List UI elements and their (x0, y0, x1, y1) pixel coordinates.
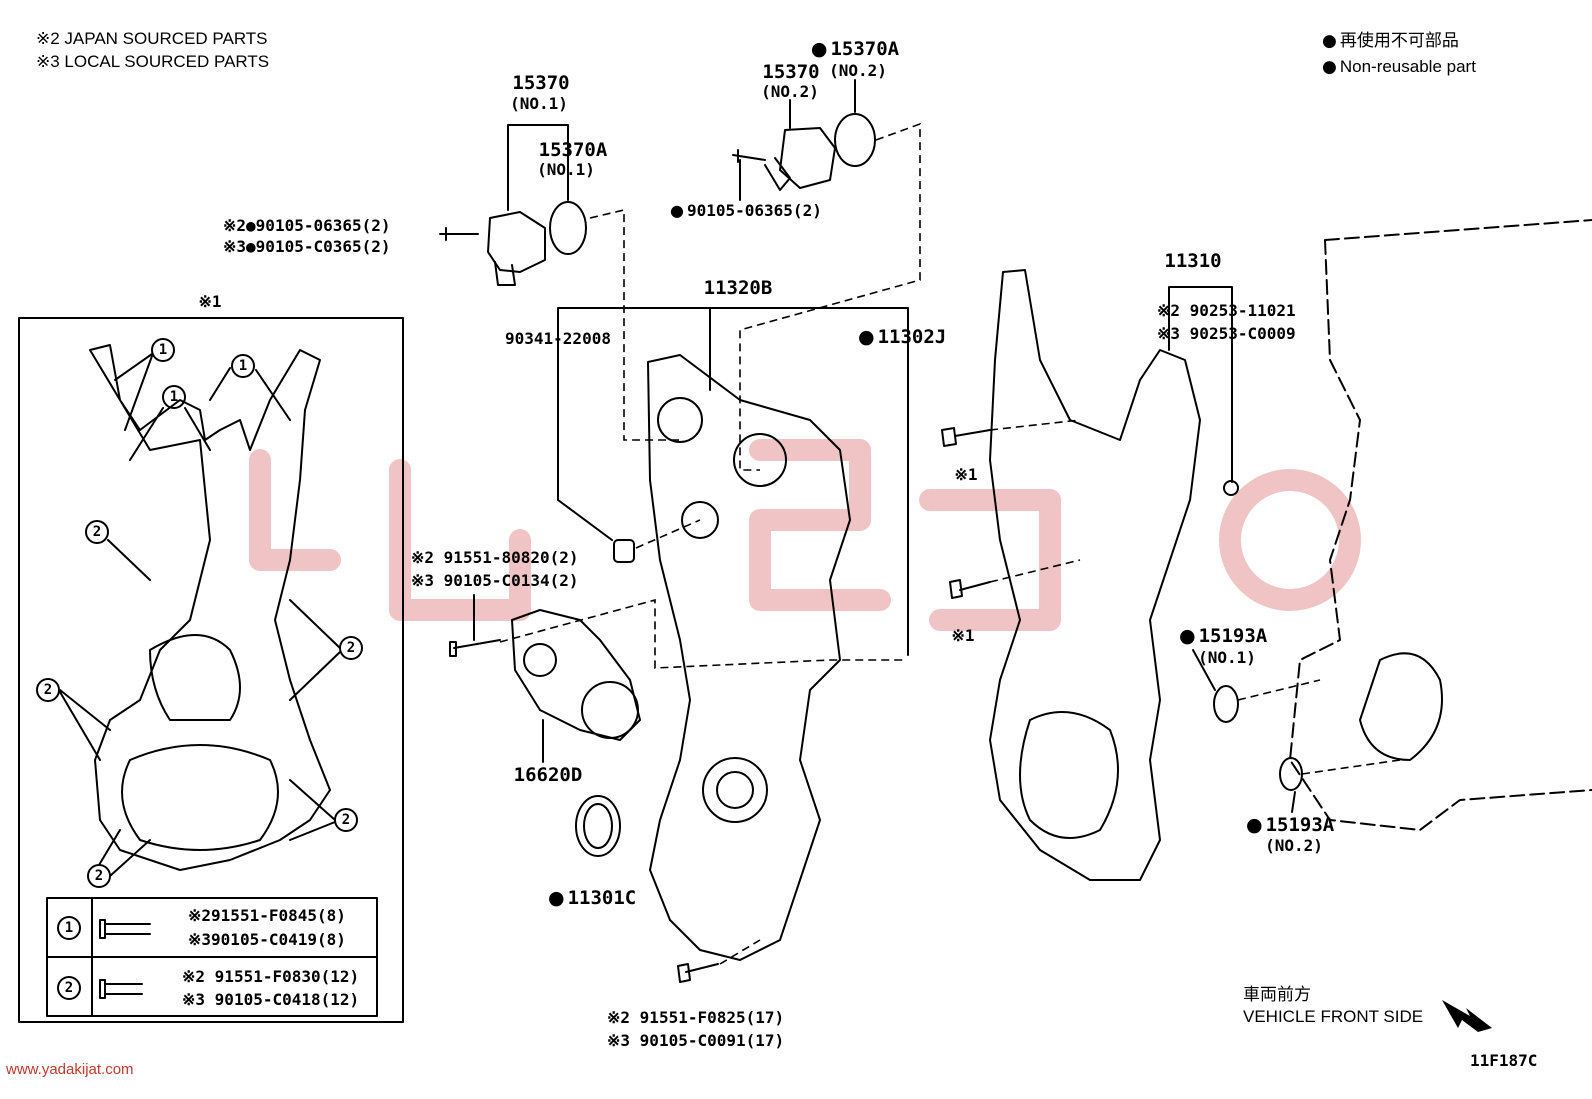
label-16620d: 16620D (513, 764, 583, 786)
label-15370a-no2: 15370A (811, 39, 899, 59)
callout-1: 1 (169, 389, 179, 405)
watermark-url: www.yadakijat.com (6, 1061, 134, 1078)
front-label-jp: 車両前方 (1243, 985, 1311, 1004)
table-row2-number: 2 (64, 980, 74, 996)
drawing-code: 11F187C (1470, 1051, 1538, 1070)
table-row1-number: 1 (64, 920, 74, 936)
label-91551-80820: ※2 91551-80820(2) (411, 548, 579, 567)
legend-non-reusable-en: Non-reusable part (1322, 57, 1476, 77)
callout-2: 2 (92, 524, 102, 540)
label-15370a-no1-sub: (NO.1) (537, 160, 595, 179)
label-15370-no1-sub: (NO.1) (510, 94, 568, 113)
table-row1-local: ※390105-C0419(8) (188, 930, 346, 949)
label-bottom-bolt-local: ※3 90105-C0091(17) (607, 1031, 785, 1050)
label-15193a-no2-sub: (NO.2) (1265, 836, 1323, 855)
note-local-sourced: ※3 LOCAL SOURCED PARTS (36, 52, 270, 71)
note-japan-sourced: ※2 JAPAN SOURCED PARTS (36, 29, 268, 48)
label-15370a-no2-sub: (NO.2) (829, 61, 887, 80)
inset-box (18, 317, 404, 1023)
label-star1-lower: ※1 (951, 626, 975, 645)
table-row2-jp: ※2 91551-F0830(12) (182, 967, 360, 986)
watermark-logo (249, 439, 1361, 631)
label-90105-c0134: ※3 90105-C0134(2) (411, 571, 579, 590)
front-label-en: VEHICLE FRONT SIDE (1243, 1007, 1424, 1026)
callout-2: 2 (94, 868, 104, 884)
callout-1: 1 (158, 342, 168, 358)
callout-2: 2 (43, 682, 53, 698)
label-90341-22008: 90341-22008 (505, 329, 611, 348)
label-star1-inset: ※1 (198, 292, 222, 311)
label-15193a-no1: 15193A (1179, 626, 1268, 646)
label-90253-jp: ※2 90253-11021 (1157, 301, 1296, 320)
label-15193a-no2: 15193A (1246, 815, 1335, 835)
callout-1: 1 (238, 358, 248, 374)
label-15370-no2: 15370 (762, 61, 820, 83)
callout-2: 2 (346, 640, 356, 656)
label-15370-no2-sub: (NO.2) (761, 82, 819, 101)
label-11310: 11310 (1164, 250, 1222, 272)
label-bolt-06365-no2: 90105-06365(2) (670, 201, 822, 221)
label-90253-local: ※3 90253-C0009 (1157, 324, 1296, 343)
label-11302j: 11302J (858, 327, 947, 347)
label-bolt-jp-06365: ※2●90105-06365(2) (223, 216, 391, 235)
label-15370-no1: 15370 (512, 72, 570, 94)
callout-2: 2 (341, 812, 351, 828)
label-star1-upper: ※1 (954, 465, 978, 484)
legend-non-reusable-jp: 再使用不可部品 (1322, 31, 1459, 51)
table-row2-local: ※3 90105-C0418(12) (182, 990, 360, 1009)
table-row1-jp: ※291551-F0845(8) (188, 906, 346, 925)
label-bolt-local-c0365: ※3●90105-C0365(2) (223, 237, 391, 256)
label-15193a-no1-sub: (NO.1) (1198, 648, 1256, 667)
vehicle-front-arrow (1442, 1000, 1492, 1032)
label-15370a-no1: 15370A (538, 139, 608, 161)
label-11301c: 11301C (548, 888, 637, 908)
label-11320b: 11320B (703, 277, 773, 299)
label-bottom-bolt-jp: ※2 91551-F0825(17) (607, 1008, 785, 1027)
